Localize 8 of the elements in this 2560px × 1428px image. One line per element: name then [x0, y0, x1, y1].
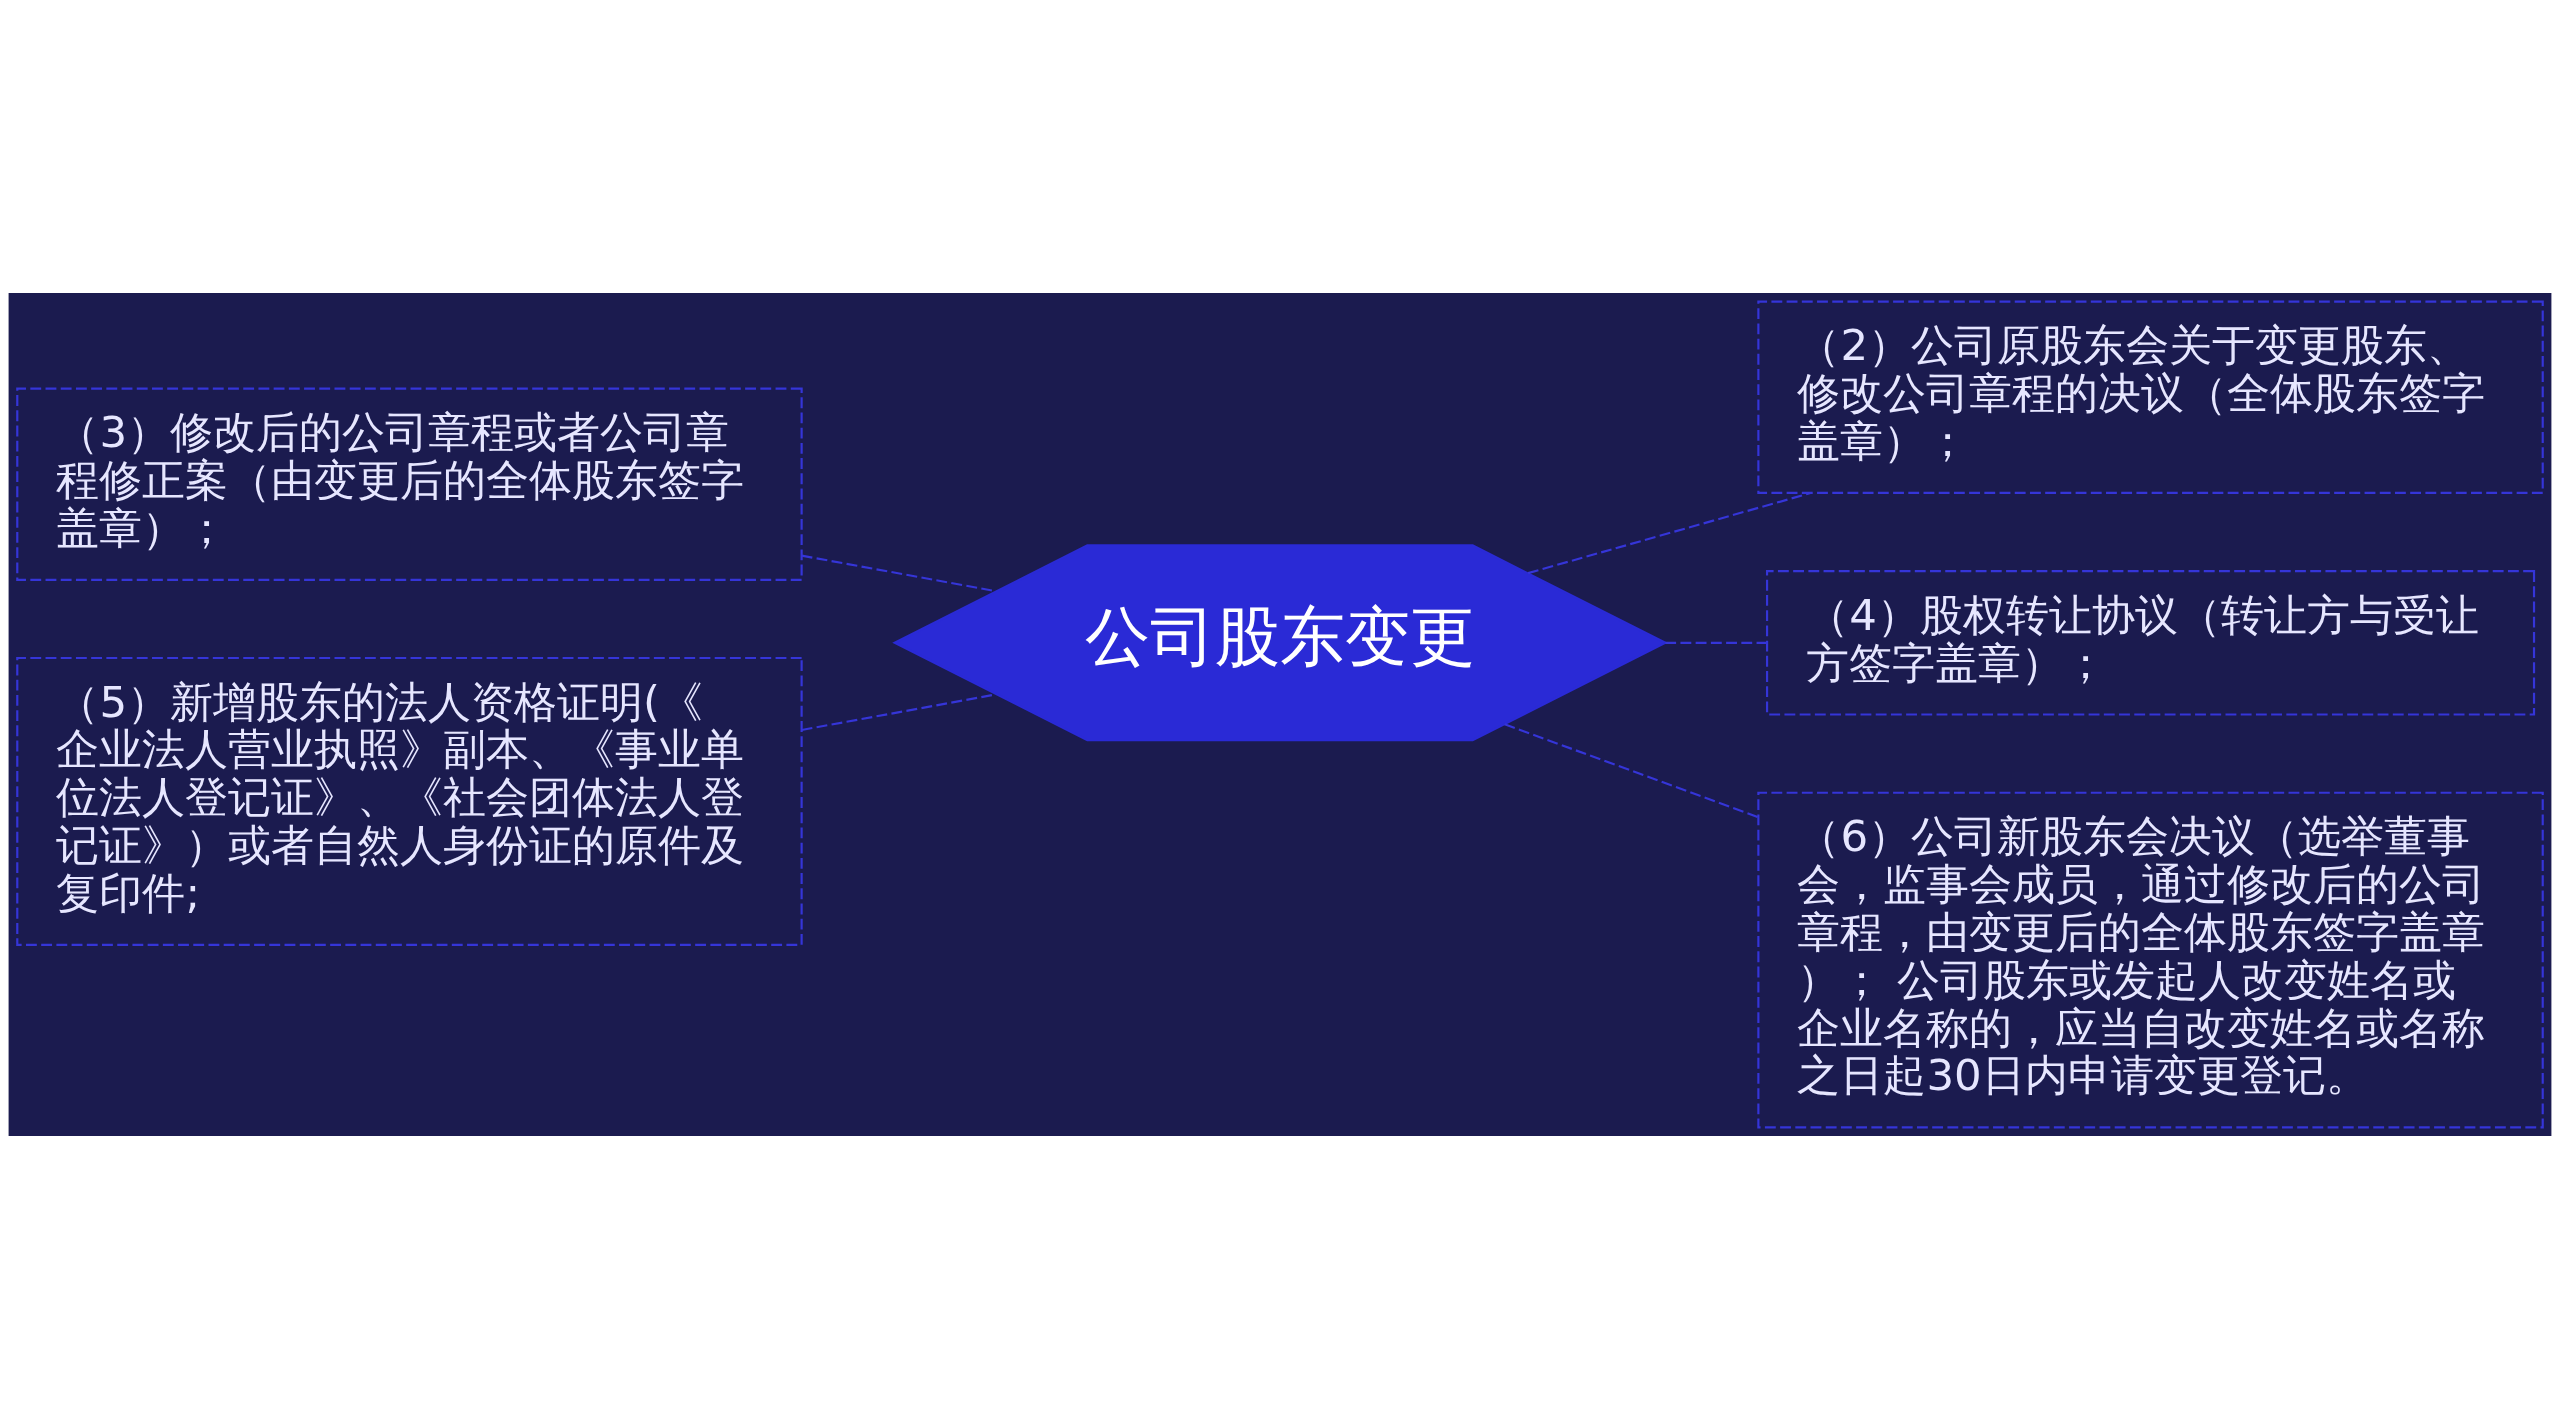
node-box: （6）公司新股东会决议（选举董事会，监事会成员，通过修改后的公司章程，由变更后的全体股东签字盖章）； 公司股东或发起人改变姓名或企业名称的，应当自改变姓名或名称之日起30日内申请变更登记。	[1757, 791, 2544, 1128]
node-box: （5）新增股东的法人资格证明(《企业法人营业执照》副本、《事业单位法人登记证》、《社会团体法人登记证》）或者自然人身份证的原件及复印件;	[16, 656, 803, 946]
node-box: （3）修改后的公司章程或者公司章程修正案（由变更后的全体股东签字盖章）；	[16, 387, 803, 581]
connector	[1504, 722, 1758, 818]
node-box: （2）公司原股东会关于变更股东、修改公司章程的决议（全体股东签字盖章）；	[1757, 300, 2544, 494]
connector	[1665, 641, 1767, 644]
connector	[1527, 491, 1811, 574]
node-box: （4）股权转让协议（转让方与受让方签字盖章）；	[1766, 569, 2536, 716]
